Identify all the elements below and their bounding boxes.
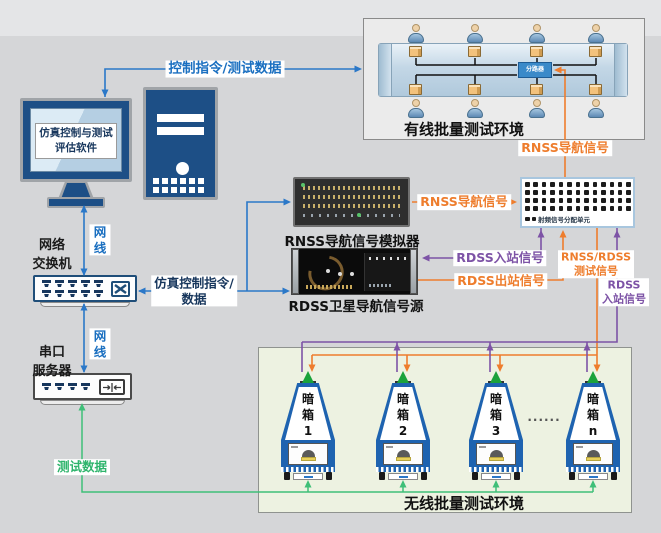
label-network-switch: 网络 交换机 xyxy=(32,238,72,272)
client-terminal-icon xyxy=(530,46,543,57)
rdss-signal-source xyxy=(291,248,418,298)
user-icon xyxy=(588,99,604,120)
wireless-env-title: 无线批量测试环境 xyxy=(403,494,525,513)
chamber-window xyxy=(573,443,613,465)
label-rnss-nav-signal-top: RNSS导航信号 xyxy=(518,140,612,156)
label-rnss-rdss-test-signal: RNSS/RDSS 测试信号 xyxy=(558,250,634,278)
rnss-signal-simulator xyxy=(293,177,410,227)
label-serial-server: 串口 服务器 xyxy=(32,345,72,379)
front-panel-display xyxy=(364,253,410,291)
label-test-data: 测试数据 xyxy=(53,459,111,475)
client-terminal-icon xyxy=(530,84,543,95)
serial-port-icon xyxy=(55,383,64,390)
antenna-icon xyxy=(490,371,502,383)
user-icon xyxy=(408,24,424,45)
dut-antenna-icon xyxy=(587,450,600,458)
serial-io-icon xyxy=(99,379,125,395)
ethernet-port-icon xyxy=(42,280,51,287)
serial-port-icon xyxy=(81,383,90,390)
simulation-software-label: 仿真控制与测试 评估软件 xyxy=(35,123,117,159)
antenna-icon xyxy=(587,371,599,383)
client-terminal-icon xyxy=(589,84,602,95)
antenna-icon xyxy=(302,371,314,383)
label-rnss-nav-signal-mid: RNSS导航信号 xyxy=(417,194,511,210)
tower-drive-slot xyxy=(157,114,204,122)
tower-drive-slot xyxy=(157,127,204,135)
label-sim-control-data: 仿真控制指令/ 数据 xyxy=(151,275,237,307)
client-terminal-icon xyxy=(468,84,481,95)
client-terminal-icon xyxy=(409,84,422,95)
status-led xyxy=(301,183,305,187)
monitor-screen: 仿真控制与测试 评估软件 xyxy=(30,108,122,172)
ethernet-port-icon xyxy=(81,290,90,297)
ethernet-port-icon xyxy=(55,280,64,287)
user-icon xyxy=(529,99,545,120)
status-led xyxy=(357,213,361,217)
serial-server xyxy=(33,373,132,400)
server-base xyxy=(40,400,125,405)
client-terminal-icon xyxy=(409,46,422,57)
label-network-cable-1: 网线 xyxy=(89,224,111,256)
rack-rail xyxy=(410,249,417,294)
rack-rail xyxy=(292,249,299,294)
crossover-icon xyxy=(111,281,130,297)
label-rdss-outbound: RDSS出站信号 xyxy=(454,273,548,289)
chamber-ellipsis: ...... xyxy=(527,410,561,424)
workstation-tower xyxy=(143,87,218,200)
chamber-window xyxy=(476,443,516,465)
client-terminal-icon xyxy=(468,46,481,57)
tower-vent-grid xyxy=(153,178,211,193)
rf-unit-label: 射频信号分配单元 xyxy=(538,216,590,224)
network-switch xyxy=(33,275,137,302)
user-icon xyxy=(588,24,604,45)
ethernet-port-icon xyxy=(94,280,103,287)
workstation-monitor: 仿真控制与测试 评估软件 xyxy=(20,98,132,182)
user-icon xyxy=(529,24,545,45)
label-rdss-inbound-left: RDSS入站信号 xyxy=(453,250,547,266)
client-terminal-icon xyxy=(589,46,602,57)
label-network-cable-2: 网线 xyxy=(89,328,111,360)
monitor-stand-base xyxy=(47,197,105,208)
ethernet-port-icon xyxy=(81,280,90,287)
user-icon xyxy=(467,24,483,45)
tower-power-button xyxy=(176,162,189,175)
label-rdss-inbound-right: RDSS 入站信号 xyxy=(599,278,649,306)
chamber-window xyxy=(383,443,423,465)
serial-port-icon xyxy=(68,383,77,390)
ethernet-port-icon xyxy=(68,290,77,297)
serial-port-icon xyxy=(42,383,51,390)
rdss-source-label: RDSS卫星导航信号源 xyxy=(288,299,424,315)
user-icon xyxy=(408,99,424,120)
rnss-simulator-label: RNSS导航信号模拟器 xyxy=(284,234,420,250)
user-icon xyxy=(467,99,483,120)
ethernet-port-icon xyxy=(68,280,77,287)
label-control-test-data: 控制指令/测试数据 xyxy=(165,60,285,78)
rf-signal-distribution-unit: 射频信号分配单元 xyxy=(520,177,635,228)
ethernet-port-icon xyxy=(42,290,51,297)
ethernet-port-icon xyxy=(94,290,103,297)
ethernet-port-icon xyxy=(55,290,64,297)
splitter-box: 分路器 xyxy=(518,62,552,78)
front-panel-arc xyxy=(301,248,351,298)
chamber-window xyxy=(288,443,328,465)
switch-base xyxy=(40,302,130,307)
antenna-icon xyxy=(397,371,409,383)
wired-env-title: 有线批量测试环境 xyxy=(403,120,525,139)
